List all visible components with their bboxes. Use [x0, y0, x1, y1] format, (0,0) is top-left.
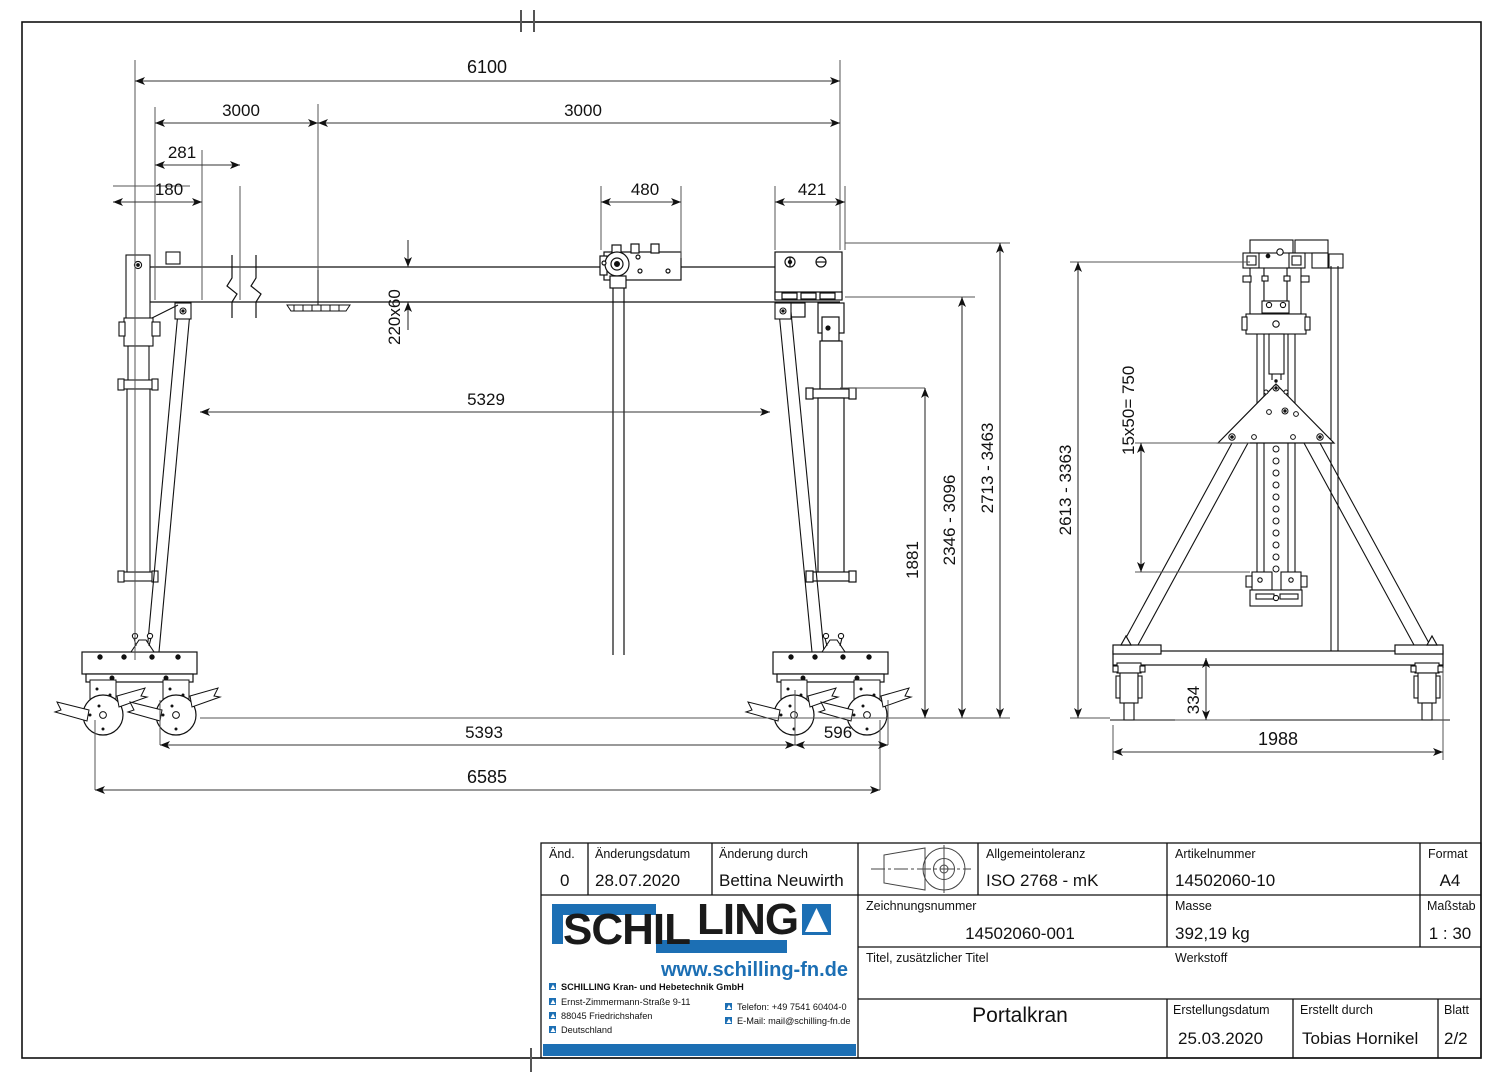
value-creation-date: 25.03.2020 — [1178, 1029, 1263, 1048]
dim-hole-pattern: 15x50= 750 — [1119, 366, 1138, 455]
label-general-tolerance: Allgemeintoleranz — [986, 847, 1085, 861]
company-street: Ernst-Zimmermann-Straße 9-11 — [561, 997, 691, 1007]
dim-trolley-width: 480 — [631, 180, 659, 199]
value-format: A4 — [1440, 871, 1461, 890]
logo-text-dark: SCHIL — [563, 905, 690, 954]
label-scale: Maßstab — [1427, 899, 1476, 913]
dim-half-span-right: 3000 — [564, 101, 602, 120]
dim-side-overall-height: 2613 - 3363 — [1056, 445, 1075, 536]
value-article-number: 14502060-10 — [1175, 871, 1275, 890]
dim-hook-span: 5329 — [467, 390, 505, 409]
label-format: Format — [1428, 847, 1468, 861]
label-revision: Änd. — [549, 847, 575, 861]
label-material: Werkstoff — [1175, 951, 1228, 965]
label-changed-by: Änderung durch — [719, 847, 808, 861]
company-website[interactable]: www.schilling-fn.de — [660, 959, 848, 981]
value-title: Portalkran — [972, 1004, 1068, 1027]
label-mass: Masse — [1175, 899, 1212, 913]
label-title: Titel, zusätzlicher Titel — [866, 951, 989, 965]
label-article-number: Artikelnummer — [1175, 847, 1256, 861]
dim-overall-span: 6100 — [467, 57, 507, 77]
value-general-tolerance: ISO 2768 - mK — [986, 871, 1099, 890]
company-name: SCHILLING Kran- und Hebetechnik GmbH — [561, 982, 744, 992]
company-logo-block — [543, 897, 856, 1056]
value-changed-by: Bettina Neuwirth — [719, 871, 844, 890]
company-bullet-arrows — [550, 984, 732, 1032]
dim-beam-profile: 220x60 — [385, 289, 404, 345]
label-drawing-number: Zeichnungsnummer — [866, 899, 976, 913]
value-scale: 1 : 30 — [1429, 924, 1472, 943]
dim-half-span-left: 3000 — [222, 101, 260, 120]
company-country: Deutschland — [561, 1025, 612, 1035]
value-drawing-number: 14502060-001 — [965, 924, 1075, 943]
value-created-by: Tobias Hornikel — [1302, 1029, 1418, 1048]
dim-beam-height-range: 2713 - 3463 — [978, 423, 997, 514]
label-created-by: Erstellt durch — [1300, 1003, 1373, 1017]
first-angle-projection-symbol — [871, 845, 971, 893]
dim-hoist-lift: 1881 — [903, 541, 922, 579]
dim-track-gauge: 1988 — [1258, 729, 1298, 749]
label-change-date: Änderungsdatum — [595, 847, 690, 861]
dim-hook-height-range: 2346 - 3096 — [940, 475, 959, 566]
dim-wheel-span: 5393 — [465, 723, 503, 742]
company-city: 88045 Friedrichshafen — [561, 1011, 652, 1021]
logo-text-light: LING — [697, 895, 798, 944]
label-sheet: Blatt — [1444, 1003, 1470, 1017]
value-change-date: 28.07.2020 — [595, 871, 680, 890]
dim-overall-length: 6585 — [467, 767, 507, 787]
value-mass: 392,19 kg — [1175, 924, 1250, 943]
dim-leg-offset-outer: 281 — [168, 143, 196, 162]
dim-end-carriage: 421 — [798, 180, 826, 199]
dim-leg-offset-inner: 180 — [155, 180, 183, 199]
value-revision: 0 — [560, 871, 569, 890]
company-email: E-Mail: mail@schilling-fn.de — [737, 1016, 851, 1026]
dim-wheel-overhang: 596 — [824, 723, 852, 742]
label-creation-date: Erstellungsdatum — [1173, 1003, 1270, 1017]
value-sheet: 2/2 — [1444, 1029, 1468, 1048]
dim-wheel-height: 334 — [1184, 686, 1203, 714]
company-phone: Telefon: +49 7541 60404-0 — [737, 1002, 847, 1012]
